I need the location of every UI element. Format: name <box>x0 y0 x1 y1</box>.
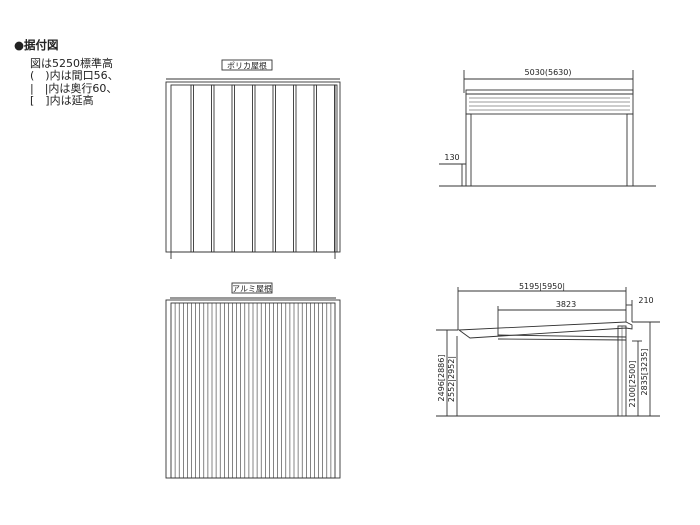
polycarbonate-roof-plan <box>165 59 341 259</box>
poly-roof-bar <box>313 84 317 253</box>
alu-roof-label: アルミ屋根 <box>232 284 272 294</box>
poly-roof-bar <box>211 84 215 253</box>
legend: ●据付図 図は5250標準高 ( )内は間口56、 | |内は奥行60、 [ ]… <box>14 39 119 108</box>
front-post-right <box>626 113 634 187</box>
side-beam-lower <box>497 338 627 341</box>
side-left-height-inner-label: 2552|2952| <box>447 356 456 402</box>
legend-note-extended-height: [ ]内は延高 <box>30 94 94 107</box>
front-foot-height-dim-label: 130 <box>444 153 459 162</box>
side-offset-label: 210 <box>638 296 653 305</box>
front-width-dim: 5030(5630) <box>525 68 572 77</box>
poly-roof-bar <box>334 84 338 253</box>
front-elevation <box>439 70 656 187</box>
poly-roof-bar <box>252 84 256 253</box>
legend-note-width: ( )内は間口56、 <box>30 69 119 82</box>
side-left-height-outer-label: 2496[2886] <box>437 355 446 402</box>
alu-roof-bars <box>174 303 332 478</box>
front-roof-top <box>465 89 634 95</box>
poly-roof-bars <box>190 84 338 253</box>
alu-roof-label-box <box>231 282 273 294</box>
aluminum-roof-plan <box>165 282 341 479</box>
poly-roof-label: ポリカ屋根 <box>227 61 267 71</box>
legend-heading: ●据付図 <box>14 38 59 52</box>
poly-roof-bar <box>190 84 194 253</box>
side-right-height-outer-label: 2835[3235] <box>640 349 649 396</box>
side-beam <box>497 334 627 338</box>
side-depth-inner-label: 3823 <box>556 300 576 309</box>
poly-roof-label-box <box>221 59 273 71</box>
side-depth-total-label: 5195|5950| <box>519 282 565 291</box>
front-post-left <box>465 113 472 187</box>
poly-roof-bar <box>231 84 235 253</box>
poly-roof-bar <box>293 84 297 253</box>
poly-roof-bar <box>272 84 276 253</box>
front-roof-body <box>465 93 634 115</box>
side-elevation <box>436 287 660 417</box>
poly-roof-inner-frame <box>170 84 336 253</box>
legend-note-depth: | |内は奥行60、 <box>30 81 118 95</box>
legend-note-standard-height: 図は5250標準高 <box>30 56 113 70</box>
side-right-height-inner-label: 2100[2500] <box>628 361 637 408</box>
side-roof-slope <box>457 321 633 339</box>
